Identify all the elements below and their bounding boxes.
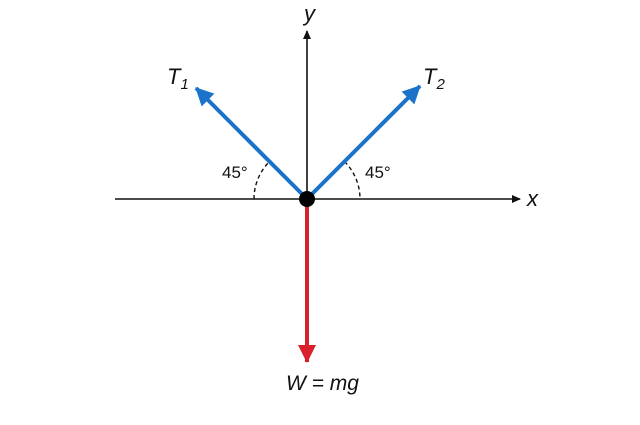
tension-t1-subscript: 1 (180, 76, 188, 93)
tension-t2-label: T2 (423, 64, 445, 93)
angle-arc-left (253, 161, 270, 200)
origin-point (299, 191, 315, 207)
tension-t2-subscript: 2 (435, 76, 445, 93)
angle-arc-right (344, 161, 361, 200)
tension-t1-symbol: T (167, 64, 182, 89)
x-axis-label: x (526, 186, 539, 211)
y-axis-label: y (302, 1, 317, 26)
tension-t2-vector (305, 84, 422, 201)
tension-t1-label: T1 (167, 64, 189, 93)
tension-t1-vector (194, 86, 309, 201)
weight-label: W = mg (286, 372, 359, 395)
angle-label-right: 45° (365, 163, 391, 182)
angle-label-left: 45° (222, 163, 248, 182)
tension-t2-symbol: T (423, 64, 438, 89)
